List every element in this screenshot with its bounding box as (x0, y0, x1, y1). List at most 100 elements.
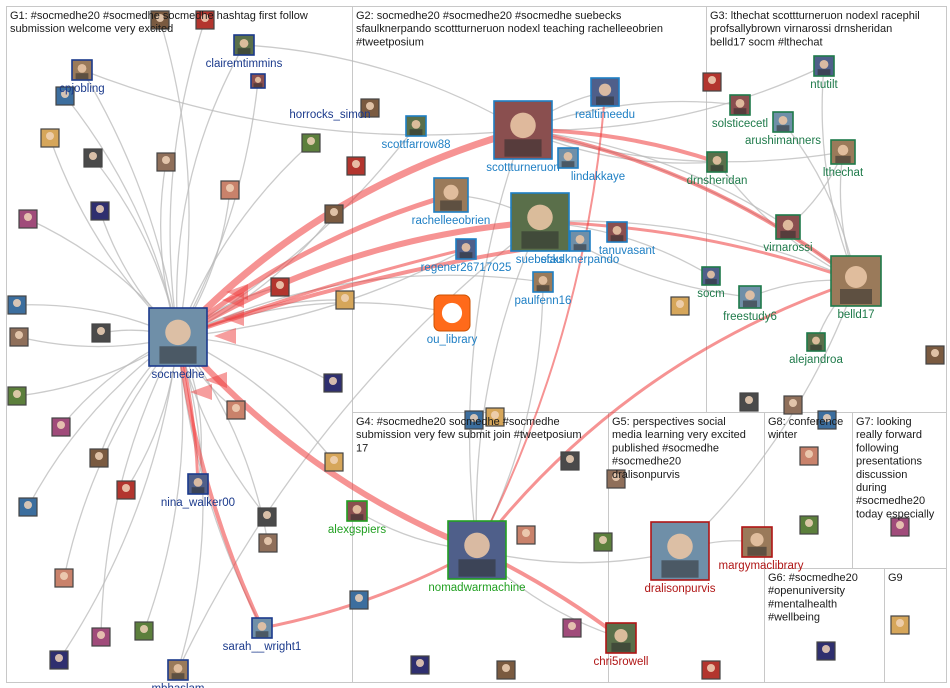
avatar-face (411, 120, 421, 129)
avatar-face (805, 450, 813, 458)
avatar-body (521, 231, 559, 249)
group-titles: G1: #socmedhe20 #socmedhe socmedhe hasht… (10, 10, 935, 624)
avatar-face (352, 505, 362, 514)
avatar-face (575, 235, 585, 244)
node-lindakkaye[interactable]: lindakkaye (557, 147, 625, 183)
node-regener26717025[interactable]: regener26717025 (421, 238, 512, 274)
avatar-body (776, 125, 790, 132)
avatar-face (566, 455, 574, 463)
node-solsticecetl[interactable]: solsticecetl (712, 94, 768, 130)
group-title-g1: G1: #socmedhe20 #socmedhe socmedhe hasht… (10, 10, 308, 22)
avatar-face (708, 76, 716, 84)
avatar-face (140, 625, 148, 633)
group-title-g4: 17 (356, 442, 368, 454)
node-alexgspiers[interactable]: alexgspiers (328, 500, 386, 536)
avatar-face (470, 414, 478, 422)
node-alejandroa[interactable]: alejandroa (789, 332, 843, 366)
node-horrocks_simon[interactable]: horrocks_simon (250, 73, 371, 121)
group-title-g6: #openuniversity (768, 585, 846, 597)
group-title-g5: published #socmedhe (612, 442, 719, 454)
avatar-face (612, 226, 622, 235)
node-socmedhe[interactable]: socmedhe (148, 307, 208, 381)
node-chri5rowell[interactable]: chri5rowell (594, 622, 649, 668)
node-sfaulknerpando[interactable]: sfaulknerpando (541, 230, 620, 266)
group-title-g3: G3: lthechat scottturneruon nodexl racep… (710, 10, 920, 22)
node-lthechat[interactable]: lthechat (823, 139, 864, 179)
group-title-g5: media learning very excited (612, 429, 746, 441)
node-tanuvasant[interactable]: tanuvasant (599, 221, 656, 257)
edge (177, 336, 204, 671)
node-belld17[interactable]: belld17 (830, 255, 882, 321)
node-virnarossi[interactable]: virnarossi (763, 214, 813, 254)
node-dralisonpurvis[interactable]: dralisonpurvis (645, 521, 716, 595)
node-freestudy6[interactable]: freestudy6 (723, 285, 777, 323)
node-rachelleeobrien[interactable]: rachelleeobrien (412, 177, 491, 227)
node-clairemtimmins[interactable]: clairemtimmins (206, 34, 283, 70)
avatar-body (440, 200, 462, 211)
group-title-g6: #mentalhealth (768, 598, 837, 610)
edge (169, 19, 206, 338)
node-suebecks[interactable]: suebecks (510, 192, 570, 266)
node-scottfarrow88[interactable]: scottfarrow88 (381, 115, 451, 151)
edge (81, 69, 524, 136)
group-title-g5: dralisonpurvis (612, 469, 680, 481)
avatar-face (226, 184, 234, 192)
avatar-face (896, 619, 904, 627)
node-scottturneruon[interactable]: scottturneruon (486, 100, 560, 174)
node-label-lindakkaye: lindakkaye (571, 171, 625, 183)
node-drnsheridan[interactable]: drnsheridan (687, 151, 748, 187)
avatar-face (165, 319, 191, 346)
edge (475, 221, 541, 551)
node-arushimanners[interactable]: arushimanners (745, 111, 821, 147)
avatar-face (598, 83, 612, 96)
avatar-face (416, 659, 424, 667)
node-sarah__wright1[interactable]: sarah__wright1 (223, 617, 302, 653)
avatar-body (596, 96, 614, 105)
group-title-g8: winter (767, 429, 798, 441)
group-title-g5: #socmedhe20 (612, 456, 681, 468)
avatar-face (443, 184, 459, 200)
group-title-g4: submission very few submit join #tweetpo… (356, 429, 582, 441)
avatar-body (350, 514, 364, 521)
node-nomadwarmachine[interactable]: nomadwarmachine (428, 520, 526, 594)
avatar-body (561, 161, 575, 168)
avatar-body (817, 69, 831, 76)
node-socm[interactable]: socm (697, 266, 725, 300)
node-label-nomadwarmachine: nomadwarmachine (428, 582, 525, 594)
avatar-face (15, 331, 23, 339)
node-realtimeedu[interactable]: realtimeedu (575, 77, 635, 121)
avatar-face (352, 160, 360, 168)
nodes-layer: socmedhe cpjobling clairemtimminshorrocks_… (7, 10, 945, 688)
avatar-face (254, 76, 262, 83)
avatar-body (705, 278, 717, 285)
edge-highlight (175, 334, 480, 553)
avatar-body (458, 559, 496, 577)
group-title-g7: following (856, 442, 899, 454)
node-cpjobling[interactable]: cpjobling (59, 59, 105, 95)
node-label-sarah__wright1: sarah__wright1 (223, 641, 302, 653)
avatar-face (24, 213, 32, 221)
node-mbhaslam[interactable]: mbhaslam (151, 659, 205, 688)
node-ntutilt[interactable]: ntutilt (810, 55, 839, 91)
node-nina_walker00[interactable]: nina_walker00 (161, 473, 235, 509)
group-title-g3: belld17 socm #lthechat (710, 36, 823, 48)
avatar-face (13, 299, 21, 307)
group-title-g4: G4: #socmedhe20 socmedhe #socmedhe (356, 416, 560, 428)
avatar-body (75, 73, 89, 80)
edge (177, 221, 541, 671)
node-paulfenn16[interactable]: paulfenn16 (515, 271, 572, 307)
node-label-paulfenn16: paulfenn16 (515, 295, 572, 307)
avatar-face (510, 112, 536, 139)
group-title-g2: sfaulknerpando scottturneruon nodexl tea… (356, 23, 663, 35)
node-label-alejandroa: alejandroa (789, 354, 843, 366)
node-ou_library[interactable]: ou_library (427, 294, 478, 346)
edge (100, 336, 179, 638)
avatar-face (201, 14, 209, 22)
avatar-face (264, 537, 272, 545)
avatar-face (789, 399, 797, 407)
node-margymaclibrary[interactable]: margymaclibrary (719, 526, 804, 572)
avatar-face (24, 501, 32, 509)
avatar-face (122, 484, 130, 492)
node-label-drnsheridan: drnsheridan (687, 175, 748, 187)
